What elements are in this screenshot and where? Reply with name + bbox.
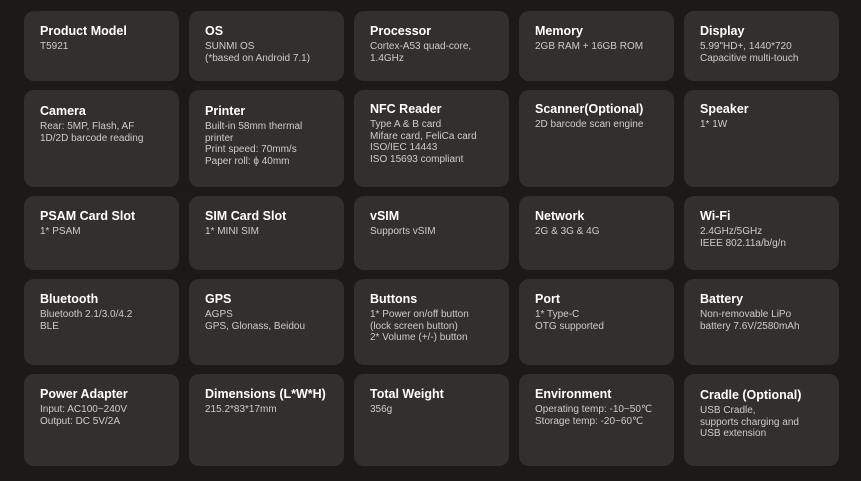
spec-title: Speaker [700, 102, 749, 116]
spec-value: 1* PSAM [40, 226, 81, 237]
spec-title: vSIM [370, 209, 400, 223]
spec-value: Supports vSIM [370, 226, 436, 237]
spec-title: Bluetooth [40, 292, 99, 306]
spec-title: SIM Card Slot [205, 209, 287, 223]
spec-value: AGPS GPS, Glonass, Beidou [205, 309, 306, 332]
spec-value: 1* Type-C OTG supported [535, 309, 604, 332]
spec-value: 1* Power on/off button (lock screen butt… [370, 309, 469, 343]
spec-card-scanner: Scanner(Optional) 2D barcode scan engine [519, 90, 674, 187]
spec-value: Input: AC100~240V Output: DC 5V/2A [40, 404, 128, 427]
spec-value: Cortex-A53 quad-core, 1.4GHz [370, 41, 472, 64]
spec-card-network: Network 2G & 3G & 4G [519, 196, 674, 270]
spec-value: Non-removable LiPo battery 7.6V/2580mAh [700, 309, 800, 332]
spec-value: 2GB RAM + 16GB ROM [535, 41, 644, 52]
spec-title: Memory [535, 24, 583, 38]
spec-title: Product Model [40, 24, 127, 38]
spec-value: 1* 1W [700, 119, 728, 130]
spec-value: 2G & 3G & 4G [535, 226, 600, 237]
spec-value: Built-in 58mm thermal printer Print spee… [205, 121, 303, 167]
spec-title: Display [700, 24, 745, 38]
spec-title: OS [205, 24, 224, 38]
spec-title: Cradle (Optional) [700, 388, 802, 402]
spec-card-bluetooth: Bluetooth Bluetooth 2.1/3.0/4.2 BLE [24, 279, 179, 365]
spec-card-camera: Camera Rear: 5MP, Flash, AF 1D/2D barcod… [24, 90, 179, 187]
spec-value: 1* MINI SIM [205, 226, 259, 237]
spec-card-processor: Processor Cortex-A53 quad-core, 1.4GHz [354, 11, 509, 81]
spec-title: Printer [205, 104, 246, 118]
spec-title: Environment [535, 387, 612, 401]
spec-title: Camera [40, 104, 86, 118]
spec-card-wifi: Wi-Fi 2.4GHz/5GHz IEEE 802.11a/b/g/n [684, 196, 839, 270]
spec-value: USB Cradle, supports charging and USB ex… [700, 405, 799, 439]
spec-value: 215.2*83*17mm [205, 404, 277, 415]
spec-card-vsim: vSIM Supports vSIM [354, 196, 509, 270]
spec-title: PSAM Card Slot [40, 209, 136, 223]
spec-title: Dimensions (L*W*H) [205, 387, 326, 401]
spec-title: Battery [700, 292, 744, 306]
spec-value: Operating temp: -10~50℃ Storage temp: -2… [535, 404, 653, 427]
spec-value: 2.4GHz/5GHz IEEE 802.11a/b/g/n [700, 226, 786, 249]
spec-card-display: Display 5.99"HD+, 1440*720 Capacitive mu… [684, 11, 839, 81]
spec-title: Buttons [370, 292, 418, 306]
spec-title: Power Adapter [40, 387, 128, 401]
spec-card-dimensions: Dimensions (L*W*H) 215.2*83*17mm [189, 374, 344, 466]
spec-value: 5.99"HD+, 1440*720 Capacitive multi-touc… [700, 41, 799, 64]
spec-card-cradle: Cradle (Optional) USB Cradle, supports c… [684, 374, 839, 466]
spec-card-sim-card-slot: SIM Card Slot 1* MINI SIM [189, 196, 344, 270]
spec-title: NFC Reader [370, 102, 442, 116]
spec-card-total-weight: Total Weight 356g [354, 374, 509, 466]
spec-value: Bluetooth 2.1/3.0/4.2 BLE [40, 309, 133, 332]
spec-card-os: OS SUNMI OS (*based on Android 7.1) [189, 11, 344, 81]
spec-card-speaker: Speaker 1* 1W [684, 90, 839, 187]
spec-value: 356g [370, 404, 393, 415]
spec-card-power-adapter: Power Adapter Input: AC100~240V Output: … [24, 374, 179, 466]
spec-title: GPS [205, 292, 232, 306]
spec-title: Total Weight [370, 387, 444, 401]
spec-title: Wi-Fi [700, 209, 731, 223]
spec-title: Processor [370, 24, 432, 38]
spec-card-printer: Printer Built-in 58mm thermal printer Pr… [189, 90, 344, 187]
spec-title: Port [535, 292, 560, 306]
spec-value: 2D barcode scan engine [535, 119, 644, 130]
spec-card-port: Port 1* Type-C OTG supported [519, 279, 674, 365]
spec-card-buttons: Buttons 1* Power on/off button (lock scr… [354, 279, 509, 365]
spec-card-psam-card-slot: PSAM Card Slot 1* PSAM [24, 196, 179, 270]
spec-card-environment: Environment Operating temp: -10~50℃ Stor… [519, 374, 674, 466]
spec-value: Rear: 5MP, Flash, AF 1D/2D barcode readi… [40, 121, 144, 144]
spec-title: Scanner(Optional) [535, 102, 644, 116]
spec-grid: Product Model T5921 OS SUNMI OS (*based … [24, 11, 839, 466]
spec-card-memory: Memory 2GB RAM + 16GB ROM [519, 11, 674, 81]
spec-card-product-model: Product Model T5921 [24, 11, 179, 81]
spec-value: SUNMI OS (*based on Android 7.1) [205, 41, 311, 64]
spec-card-battery: Battery Non-removable LiPo battery 7.6V/… [684, 279, 839, 365]
spec-title: Network [535, 209, 585, 223]
spec-value: Type A & B card Mifare card, FeliCa card… [370, 119, 477, 165]
spec-card-gps: GPS AGPS GPS, Glonass, Beidou [189, 279, 344, 365]
spec-value: T5921 [40, 41, 69, 52]
spec-card-nfc-reader: NFC Reader Type A & B card Mifare card, … [354, 90, 509, 187]
